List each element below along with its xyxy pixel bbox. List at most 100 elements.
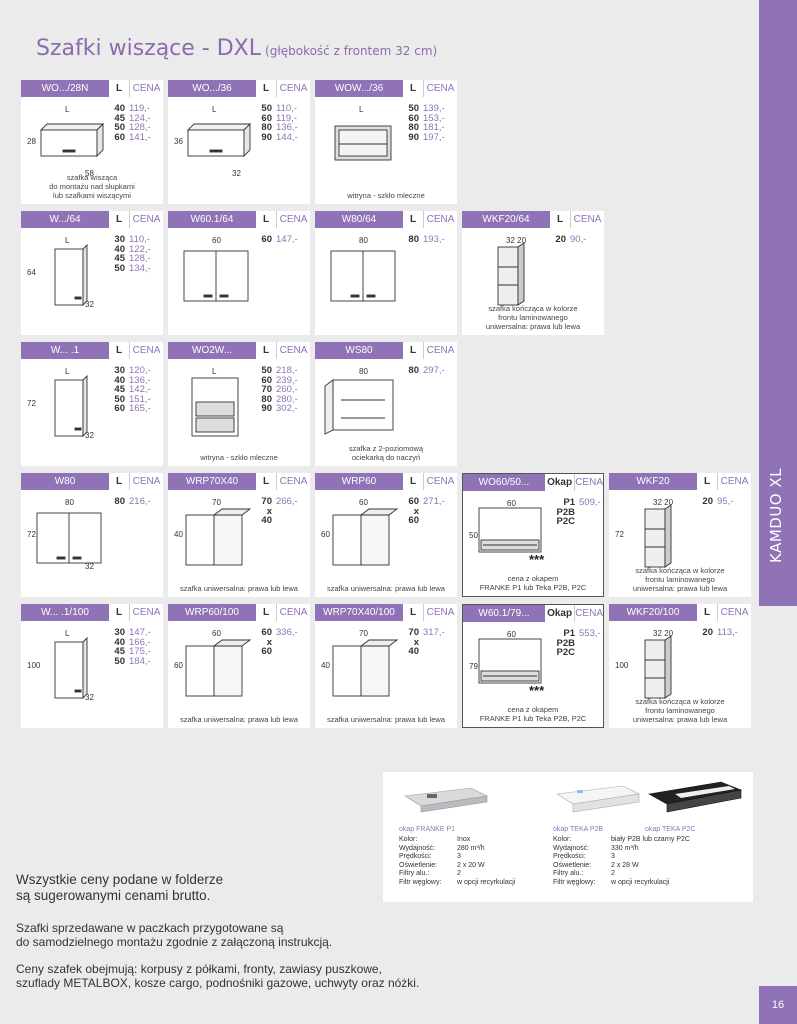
width-value: 90	[408, 131, 419, 143]
price-value: 119,-	[129, 103, 150, 114]
packaging-note-text: Szafki sprzedawane w paczkach przygotowa…	[16, 921, 333, 949]
price-value: 181,-	[423, 122, 445, 133]
price-value: 136,-	[129, 374, 151, 386]
width-value: 50	[114, 262, 125, 274]
price-value: 297,-	[423, 365, 445, 376]
cabinet-code: W80	[21, 473, 109, 490]
cabinet-note: cena z okapem FRANKE P1 lub Teka P2B, P2…	[479, 705, 587, 723]
spec-row: Kolor: Inox	[399, 836, 515, 845]
price-header: CENA	[129, 211, 163, 228]
width-header: L	[262, 345, 270, 356]
spec-value: Inox	[457, 836, 471, 843]
spec-row: Filtr węglowy:w opcji recyrkulacji	[553, 879, 690, 888]
spec-row: Oświetlenie:2 x 20 W	[399, 862, 515, 871]
width-value: 30	[114, 627, 125, 638]
cabinet-code: WO60/50...	[463, 474, 545, 491]
cabinet-drawing: 32 20	[497, 236, 527, 306]
spec-row: Wydajność:330 m³/h	[553, 845, 690, 854]
spec-key: Oświetlenie:	[553, 861, 592, 869]
price-value: 184,-	[129, 655, 151, 667]
dimension-width: 60	[212, 629, 221, 638]
price-header: CENA	[129, 342, 163, 359]
price-value: 119,-	[276, 112, 297, 124]
hood-teka-white-image	[556, 785, 640, 813]
price-value: 302,-	[276, 403, 298, 414]
price-value: 122,-	[129, 243, 151, 255]
dimension-depth: 32	[85, 300, 94, 309]
cabinet-shape	[644, 504, 672, 568]
price-header: CENA	[570, 211, 604, 228]
width-header: Okap	[547, 477, 573, 488]
spec-row: Prędkości:3	[553, 853, 690, 862]
cabinet-shape	[332, 508, 399, 566]
dimension-width: 70	[359, 629, 368, 638]
width-value: 80	[408, 122, 419, 133]
spec-key: Kolor:	[399, 836, 418, 843]
hood-teka-p2b-label: okap TEKA P2B	[553, 826, 604, 833]
price-value: 128,-	[129, 122, 151, 133]
cabinet-code: WRP70X40/100	[315, 604, 403, 621]
dimension-height: 28	[27, 137, 36, 146]
width-value: 50	[114, 393, 125, 405]
width-header: Okap	[547, 608, 573, 619]
dimension-width: 32 20	[653, 629, 674, 638]
width-value: 60	[114, 403, 125, 414]
price-value: 175,-	[129, 646, 151, 657]
cabinet-note: szafka kończąca w kolorze frontu laminow…	[485, 304, 581, 331]
price-value: 317,-	[423, 627, 445, 638]
dimension-width: L	[359, 105, 364, 114]
price-value: 165,-	[129, 403, 151, 414]
spec-row: Prędkości:3	[399, 853, 515, 862]
spec-key: Oświetlenie:	[399, 861, 438, 869]
width-value: 50	[408, 103, 419, 114]
cabinet-shape	[54, 374, 88, 438]
width-value: 80	[408, 365, 419, 376]
spec-value: 3	[457, 853, 461, 860]
cabinet-shape	[330, 250, 396, 302]
cabinet-code: W60.1/64	[168, 211, 256, 228]
price-value: 553,-	[579, 628, 601, 639]
width-value: 70 x 40	[408, 627, 419, 657]
cabinet-code: WO.../36	[168, 80, 256, 97]
width-value: 40	[114, 374, 125, 386]
width-value: 50	[261, 365, 272, 376]
price-header: CENA	[276, 473, 310, 490]
dimension-height: 72	[27, 399, 36, 408]
dimension-height: 100	[27, 661, 41, 670]
cabinet-code: WRP60	[315, 473, 403, 490]
spec-value: 330 m³/h	[611, 844, 639, 852]
cabinet-code: WS80	[315, 342, 403, 359]
cabinet-code: W.../64	[21, 211, 109, 228]
price-header: CENA	[276, 604, 310, 621]
hood-panel: okap FRANKE P1 okap TEKA P2B okap TEKA P…	[383, 772, 753, 902]
price-value: 166,-	[129, 636, 151, 648]
width-header: L	[115, 83, 123, 94]
